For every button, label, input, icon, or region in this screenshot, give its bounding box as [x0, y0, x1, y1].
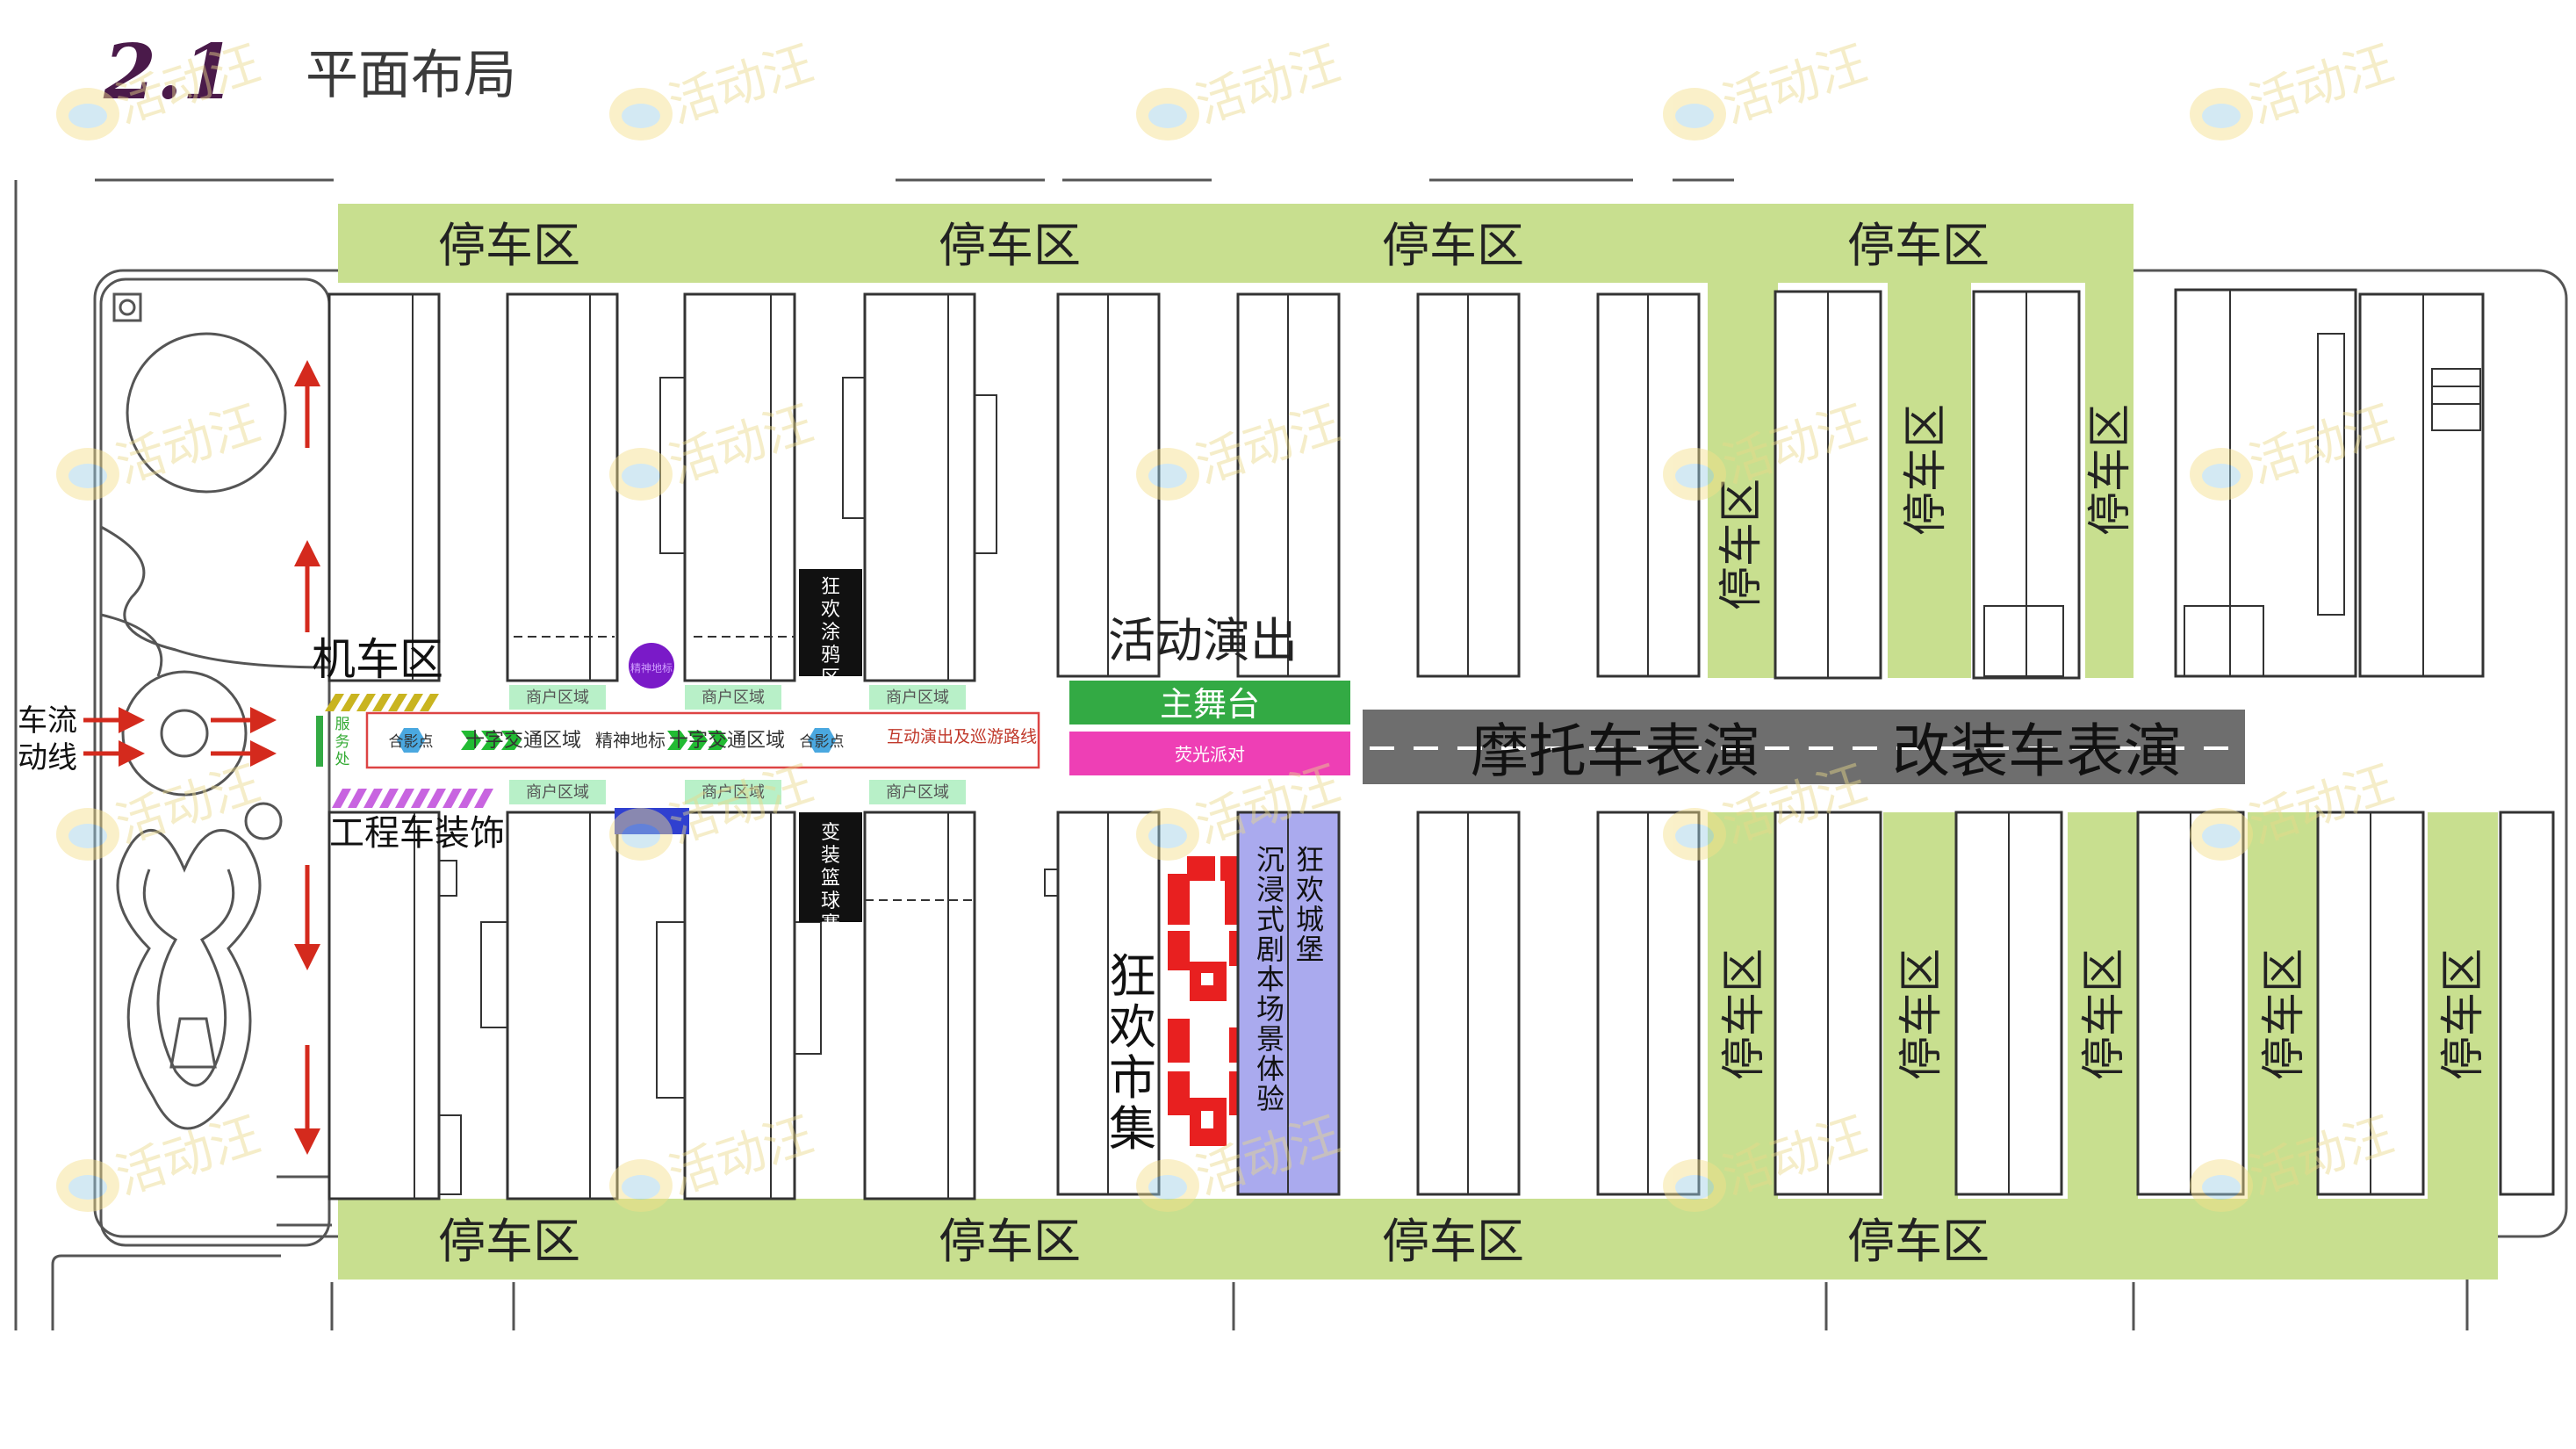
parking-vertical-b4 [2248, 812, 2318, 1199]
svg-text:停车区: 停车区 [1382, 1214, 1524, 1269]
central-avenue-outline [365, 711, 1040, 769]
svg-text:精神地标: 精神地标 [630, 662, 673, 674]
service-point-label: 服务处 [335, 716, 350, 768]
svg-text:停车区: 停车区 [1847, 1214, 1990, 1269]
watermark-logo: 活动汪 [1663, 35, 1874, 141]
engineering-decor-label: 工程车装饰 [329, 813, 505, 854]
svg-text:活动汪: 活动汪 [2242, 35, 2400, 135]
svg-text:停车区: 停车区 [1716, 479, 1767, 610]
motorcycle-hatch [325, 694, 439, 711]
photo-point-icon [397, 728, 425, 753]
modified-car-show-label: 改装车表演 [1892, 717, 2182, 785]
svg-text:活动汪: 活动汪 [1189, 35, 1347, 135]
parking-vertical-b5 [2428, 812, 2498, 1199]
motorcycle-show-label: 摩托车表演 [1471, 717, 1760, 785]
svg-text:停车区: 停车区 [939, 1214, 1081, 1269]
svg-text:商户区域: 商户区域 [526, 783, 589, 802]
svg-text:十字交通区域: 十字交通区域 [465, 730, 581, 752]
avenue-icons: 精神地标 [397, 643, 836, 753]
immersive-script-label: 沉浸式剧本场景体验 [1256, 843, 1284, 1115]
service-point-strip [316, 716, 323, 767]
basketball-zone [799, 812, 862, 922]
svg-text:停车区: 停车区 [1847, 218, 1990, 273]
svg-text:停车区: 停车区 [2084, 404, 2135, 536]
svg-text:停车区: 停车区 [2078, 948, 2129, 1080]
parking-vertical-b1 [1708, 812, 1778, 1199]
graffiti-zone-label: 狂欢涂鸦区 [821, 576, 840, 689]
graffiti-zone [799, 569, 862, 676]
watermark-logo: 活动汪 [2190, 35, 2400, 141]
parking-vertical-2 [1888, 283, 1971, 678]
parking-labels-top: 停车区 停车区 停车区 停车区 [438, 218, 1990, 273]
engineering-hatch [332, 789, 493, 808]
svg-text:停车区: 停车区 [1900, 404, 1951, 536]
svg-text:停车区: 停车区 [438, 218, 580, 273]
carnival-market-blocks [1168, 856, 1248, 1146]
svg-text:商户区域: 商户区域 [702, 688, 765, 707]
svg-text:停车区: 停车区 [2437, 948, 2488, 1080]
parking-vertical-b2 [1883, 812, 1958, 1199]
svg-text:停车区: 停车区 [939, 218, 1081, 273]
light-show [1069, 732, 1350, 775]
parking-areas [338, 204, 2498, 1280]
svg-text:合影点: 合影点 [800, 733, 845, 751]
svg-text:停车区: 停车区 [1896, 948, 1946, 1080]
svg-text:停车区: 停车区 [2258, 948, 2309, 1080]
watermark-logo: 活动汪 [56, 395, 267, 501]
traffic-flow-label: 车流动线 [18, 703, 77, 775]
svg-text:活动汪: 活动汪 [1716, 35, 1874, 135]
parking-vertical-1 [1708, 283, 1778, 678]
page-title: 平面布局 [306, 45, 516, 106]
svg-text:互动演出及巡游路线: 互动演出及巡游路线 [887, 727, 1037, 746]
svg-text:活动汪: 活动汪 [662, 35, 820, 135]
watermark-logo: 活动汪 [56, 755, 267, 861]
main-stage-label: 主舞台 [1160, 685, 1260, 724]
photo-point-icon [808, 728, 836, 753]
svg-text:十字交通区域: 十字交通区域 [669, 730, 785, 752]
section-number: 2.1 [103, 28, 235, 117]
parking-band-top [338, 204, 2133, 283]
traffic-flow-arrows [83, 360, 320, 1155]
svg-text:商户区域: 商户区域 [886, 688, 949, 707]
watermark-logo: 活动汪 [56, 1107, 267, 1212]
basketball-zone-label: 变装篮球赛 [821, 822, 840, 935]
parking-vertical-3 [2085, 283, 2133, 678]
avenue-labels: 合影点 合影点 十字交通区域 精神地标 十字交通区域 互动演出及巡游路线 [389, 727, 1038, 752]
svg-text:停车区: 停车区 [1382, 218, 1524, 273]
watermark-logo: 活动汪 [1136, 35, 1347, 141]
svg-text:商户区域: 商户区域 [702, 783, 765, 802]
spirit-landmark-icon [629, 643, 674, 688]
svg-text:停车区: 停车区 [438, 1214, 580, 1269]
svg-text:商户区域: 商户区域 [526, 688, 589, 707]
svg-text:活动汪: 活动汪 [109, 395, 267, 495]
left-plaza [99, 278, 332, 1247]
performance-label: 活动演出 [1108, 613, 1298, 668]
watermark-logo: 活动汪 [609, 35, 820, 141]
svg-text:商户区域: 商户区域 [886, 783, 949, 802]
main-stage [1069, 681, 1350, 724]
merchant-zones [509, 685, 966, 834]
parking-labels-vertical-bottom: 停车区 停车区 停车区 停车区 停车区 [1718, 948, 2488, 1080]
avenue-arrows-left [461, 731, 728, 750]
svg-text:精神地标: 精神地标 [595, 730, 666, 751]
parking-labels-bottom: 停车区 停车区 停车区 停车区 [438, 1214, 1990, 1269]
svg-text:停车区: 停车区 [1718, 948, 1769, 1080]
svg-text:活动汪: 活动汪 [109, 1107, 267, 1207]
light-show-label: 荧光派对 [1175, 744, 1245, 765]
building-details [412, 290, 2481, 1199]
carnival-market-label: 狂欢市集 [1109, 948, 1156, 1157]
parking-labels-vertical-top: 停车区 停车区 停车区 [1716, 404, 2135, 610]
carnival-castle-label: 狂欢城堡 [1296, 843, 1324, 966]
parking-band-bottom [338, 1199, 2498, 1280]
merchant-labels: 商户区域 商户区域 商户区域 商户区域 商户区域 商户区域 [526, 688, 949, 802]
parking-vertical-b3 [2068, 812, 2138, 1199]
svg-text:合影点: 合影点 [389, 733, 434, 751]
motorcycle-area-label: 机车区 [312, 634, 443, 685]
svg-text:服务处: 服务处 [335, 716, 350, 768]
